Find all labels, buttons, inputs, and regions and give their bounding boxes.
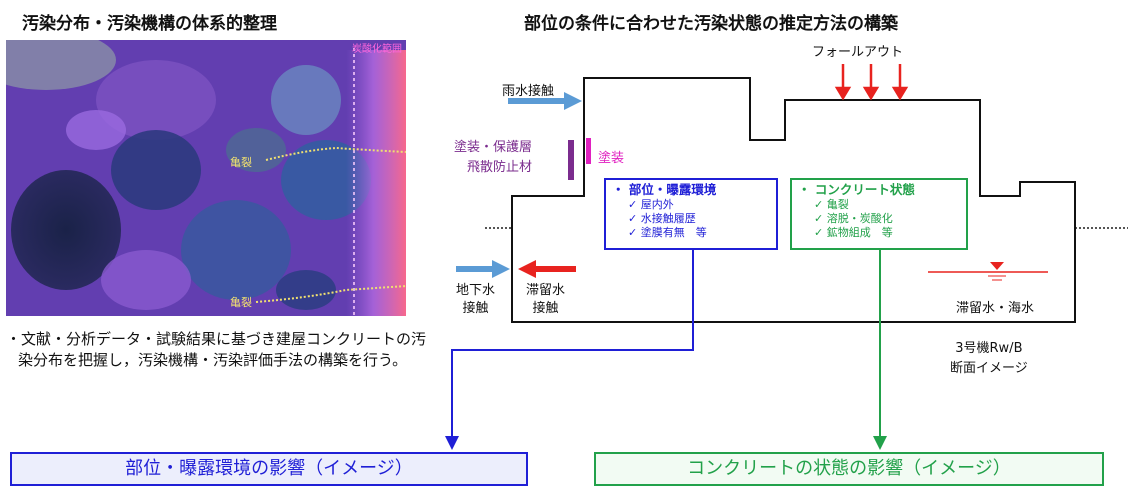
building-caption-line2: 断面イメージ (950, 361, 1028, 376)
concrete-impact-box: コンクリートの状態の影響（イメージ） (594, 452, 1104, 486)
protect-layer-label-line2: 飛散防止材 (467, 160, 533, 175)
groundwater-label-line1: 地下水 (456, 283, 496, 298)
protect-layer-bar (568, 140, 574, 180)
coating-bar (586, 138, 591, 164)
exposure-impact-box: 部位・曝露環境の影響（イメージ） (10, 452, 528, 486)
coating-label: 塗装 (598, 151, 625, 166)
building-caption-line1: 3号機Rw/B (955, 341, 1023, 356)
exposure-box-heading: ・ 部位・曝露環境 (612, 182, 717, 197)
groundwater-arrow (456, 260, 510, 278)
right-title: 部位の条件に合わせた汚染状態の推定方法の構築 (524, 14, 898, 34)
concrete-state-item: 鉱物組成 等 (814, 226, 960, 240)
groundwater-label-line2: 接触 (462, 301, 489, 316)
concrete-state-box: ・ コンクリート状態 亀裂 溶脱・炭酸化 鉱物組成 等 (790, 178, 968, 250)
water-level-icon (928, 262, 1048, 281)
crack-label-lower: 亀裂 (230, 296, 252, 309)
stagnant-contact-label-line2: 接触 (532, 301, 559, 316)
stagnant-arrow (518, 260, 576, 278)
protect-layer-label-line1: 塗装・保護層 (454, 140, 533, 155)
concrete-state-box-list: 亀裂 溶脱・炭酸化 鉱物組成 等 (798, 198, 960, 240)
green-connector-arrowhead (873, 436, 887, 450)
carbonation-label: 炭酸化範囲 (352, 44, 402, 55)
exposure-item: 屋内外 (628, 198, 770, 212)
groundwater-label: 地下水 接触 (456, 282, 495, 318)
exposure-box: ・ 部位・曝露環境 屋内外 水接触履歴 塗膜有無 等 (604, 178, 778, 250)
exposure-item: 水接触履歴 (628, 212, 770, 226)
rain-contact-label: 雨水接触 (502, 84, 555, 99)
crack-label-upper: 亀裂 (230, 156, 252, 169)
concrete-state-box-heading: ・ コンクリート状態 (798, 182, 915, 197)
left-title: 汚染分布・汚染機構の体系的整理 (22, 14, 277, 34)
concrete-state-item: 溶脱・炭酸化 (814, 212, 960, 226)
stagnant-contact-label-line1: 滞留水 (526, 283, 566, 298)
blue-connector-arrowhead (445, 436, 459, 450)
contamination-photo (6, 40, 406, 316)
concrete-state-item: 亀裂 (814, 198, 960, 212)
contamination-photo-image (6, 40, 406, 316)
exposure-box-list: 屋内外 水接触履歴 塗膜有無 等 (612, 198, 770, 240)
building-caption: 3号機Rw/B 断面イメージ (950, 339, 1028, 379)
blue-connector (451, 250, 694, 440)
left-note: ・文献・分析データ・試験結果に基づき建屋コンクリートの汚染分布を把握し，汚染機構… (6, 330, 427, 369)
fallout-label: フォールアウト (812, 45, 904, 60)
fallout-arrows (834, 64, 909, 101)
protect-layer-label: 塗装・保護層 飛散防止材 (454, 138, 532, 178)
exposure-item: 塗膜有無 等 (628, 226, 770, 240)
stagnant-sea-label: 滞留水・海水 (956, 301, 1035, 316)
rain-arrow (508, 92, 582, 110)
stagnant-contact-label: 滞留水 接触 (526, 282, 565, 318)
